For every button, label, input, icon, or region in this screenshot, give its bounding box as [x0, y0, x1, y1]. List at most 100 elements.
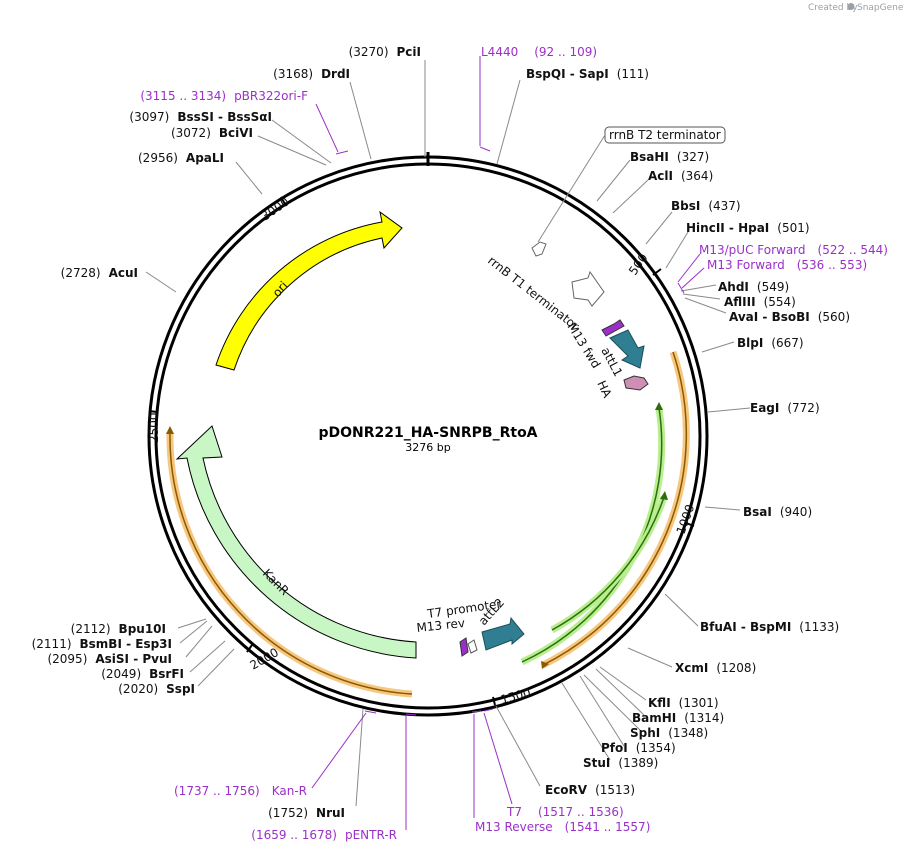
site-apali: (2956)ApaLI [138, 151, 224, 165]
site-pfoi: PfoI(1354) [601, 741, 676, 755]
green-band-outer-head-icon [655, 402, 663, 410]
leader-kanr [311, 712, 367, 789]
site-nrui: (1752)NruI [268, 806, 345, 820]
site-hincii: HincII - HpaI(501) [686, 221, 810, 235]
green-band-outer [520, 407, 666, 666]
primer-m13-reverse: M13 Reverse(1541 .. 1557) [475, 820, 650, 834]
leader-bsrfi [189, 640, 226, 673]
green-band-inner-core [551, 496, 665, 631]
leader-bsahi [596, 159, 631, 202]
site-bcivi: (3072)BciVI [171, 126, 253, 140]
leader-stui [561, 682, 611, 761]
leader-asisi [185, 625, 213, 658]
site-bfuai: BfuAI - BspMI(1133) [700, 620, 839, 634]
leader-m13puc [677, 253, 701, 283]
site-bsmbi: (2111)BsmBI - Esp3I [32, 637, 172, 651]
m13-rev-label: M13 rev [416, 616, 466, 635]
site-ahdi: AhdI(549) [718, 280, 789, 294]
site-bsssi: (3097)BssSI - BssSαI [129, 110, 272, 124]
site-xcmi: XcmI(1208) [675, 661, 756, 675]
primer-kan-r: (1737 .. 1756)Kan-R [174, 784, 307, 798]
site-bamhi: BamHI(1314) [632, 711, 724, 725]
primer-pbr322ori-f: (3115 .. 3134)pBR322ori-F [140, 89, 308, 103]
site-kfli: KflI(1301) [648, 696, 719, 710]
leader-bsssi [271, 119, 332, 164]
rrnb-t2-terminator-shape [531, 241, 547, 257]
snapgene-logo-icon [847, 3, 855, 10]
feature-kanr: KanR [175, 425, 417, 659]
snapgene-credit: Created by SnapGene [808, 3, 904, 13]
leader-sphi [583, 674, 641, 731]
leader-afliii [682, 293, 721, 300]
site-acli: AclI(364) [648, 169, 713, 183]
site-bspqi: BspQI - SapI(111) [526, 67, 649, 81]
leader-t7 [483, 712, 513, 805]
leader-apali [235, 161, 263, 195]
primer-leaders [311, 56, 705, 830]
site-bsahi: BsaHI(327) [630, 150, 709, 164]
site-bsrfi: (2049)BsrFI [101, 667, 184, 681]
leader-bamhi [595, 668, 645, 716]
leader-pbr322ori [315, 103, 339, 153]
site-bsai: BsaI(940) [743, 505, 812, 519]
site-afliii: AflIII(554) [724, 295, 796, 309]
m13-fwd-shape [601, 319, 625, 337]
site-drdi: (3168)DrdI [273, 67, 350, 81]
site-leaders [145, 60, 751, 807]
tick-label: 2500 [147, 412, 161, 443]
tick-label: 3000 [259, 194, 292, 223]
orange-band-right-head-icon [541, 661, 549, 669]
rrnb-t2-terminator-callout: rrnB T2 terminator [537, 126, 726, 243]
leader-acli [612, 179, 649, 214]
leader-hincii [665, 231, 689, 269]
attl2-arrow [481, 616, 525, 651]
plasmid-name: pDONR221_HA-SNRPB_RtoA [318, 425, 537, 441]
plasmid-size: 3276 bp [405, 441, 450, 454]
primer-mark-kanr [364, 710, 377, 714]
primer-mark-l4440 [479, 146, 491, 152]
leader-bsmbi [179, 620, 208, 644]
leader-acui [145, 271, 177, 293]
site-pcii: (3270)PciI [349, 45, 421, 59]
tick-mark [246, 644, 253, 653]
leader-bspqi [496, 79, 521, 165]
site-stui: StuI(1389) [583, 756, 658, 770]
site-sphi: SphI(1348) [630, 726, 708, 740]
orange-band-right [541, 350, 690, 669]
leader-eagi [707, 407, 751, 413]
ha-label: HA [594, 378, 614, 400]
orange-band-left-head-icon [166, 426, 174, 434]
t7-promoter-shape [467, 639, 478, 654]
green-band-inner-head-icon [660, 491, 668, 500]
site-avai: AvaI - BsoBI(560) [729, 310, 850, 324]
tick-mark [685, 522, 695, 527]
site-bpu10i: (2112)Bpu10I [71, 622, 166, 636]
primer-mark-t7 [471, 710, 482, 713]
m13-rev-shape [459, 637, 469, 657]
tick-mark [148, 410, 158, 413]
leader-nrui [355, 708, 364, 807]
primer-mark-pentr [405, 713, 417, 716]
site-asisi: (2095)AsiSI - PvuI [47, 652, 172, 666]
leader-xcmi [627, 647, 673, 668]
leader-sspi [197, 648, 235, 687]
primer-mark-m13puc [677, 282, 685, 294]
leader-avai [684, 297, 727, 314]
leader-pfoi [579, 675, 625, 747]
tick-label: 1500 [499, 685, 532, 706]
rrnb-t1-terminator-label: rrnB T1 terminator [485, 253, 582, 333]
rrnb-t1-terminator-shape [571, 270, 605, 307]
leader-blpi [701, 341, 735, 353]
primer-mark-pbr322ori [335, 150, 349, 155]
leader-bpu10i [177, 618, 207, 629]
rrnb-t2-leader [537, 134, 606, 243]
leader-drdi [349, 81, 372, 160]
leader-bcivi [257, 135, 327, 166]
site-sspi: (2020)SspI [118, 682, 195, 696]
m13-fwd-label: M13 fwd [564, 320, 603, 371]
site-blpi: BlpI(667) [737, 336, 804, 350]
primer-mark-m13rev [483, 708, 494, 712]
leader-bbsi [645, 211, 673, 245]
kanr-arrow [175, 425, 417, 659]
